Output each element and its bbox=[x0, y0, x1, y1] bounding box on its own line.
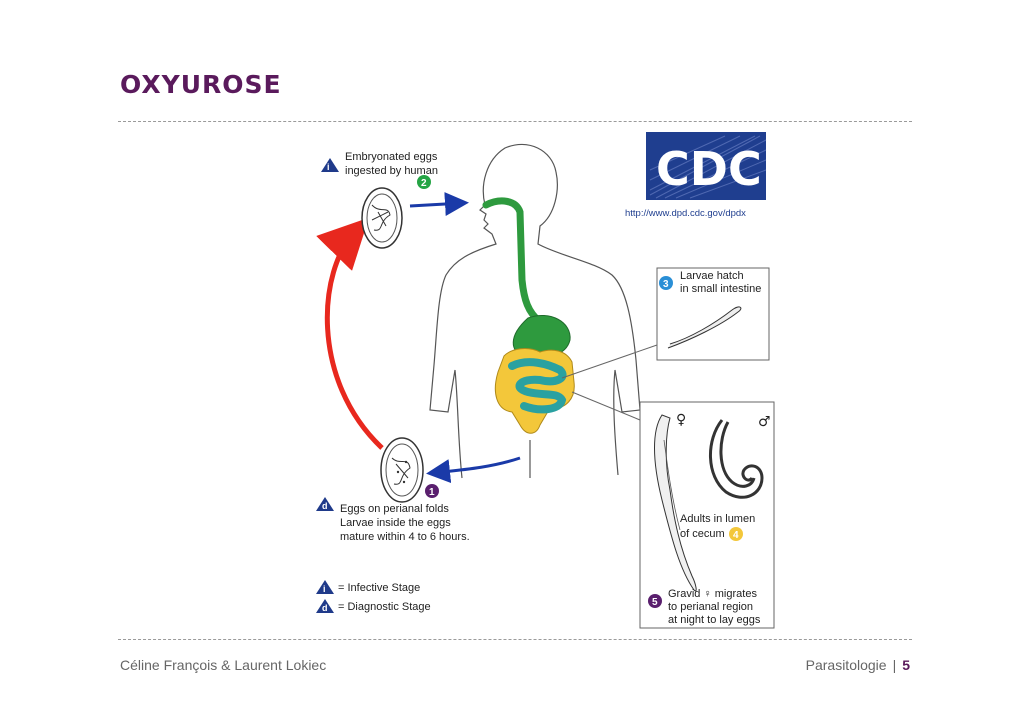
egg-ingested bbox=[361, 187, 403, 249]
svg-text:= Diagnostic Stage: = Diagnostic Stage bbox=[338, 601, 431, 613]
svg-text:♂: ♂ bbox=[758, 414, 771, 430]
svg-text:d: d bbox=[322, 603, 328, 613]
svg-text:Adults in lumen: Adults in lumen bbox=[680, 513, 755, 525]
diagnostic-triangle-icon bbox=[316, 497, 334, 511]
male-worm-illustration bbox=[709, 419, 764, 499]
footer-separator: | bbox=[892, 657, 897, 673]
svg-text:Embryonated eggs: Embryonated eggs bbox=[345, 151, 438, 163]
svg-text:in small intestine: in small intestine bbox=[680, 283, 761, 295]
page-number: 5 bbox=[902, 657, 910, 673]
svg-text:CDC: CDC bbox=[656, 142, 762, 196]
step-3-box: 3 Larvae hatch in small intestine bbox=[656, 267, 770, 361]
svg-text:ingested by human: ingested by human bbox=[345, 165, 438, 177]
egg-perianal bbox=[380, 437, 424, 503]
bottom-divider bbox=[118, 639, 912, 640]
top-divider bbox=[118, 121, 912, 122]
svg-text:Eggs on perianal folds: Eggs on perianal folds bbox=[340, 503, 449, 515]
pointer-lines bbox=[561, 344, 658, 421]
footer-course-page: Parasitologie | 5 bbox=[806, 657, 910, 673]
svg-text:♀: ♀ bbox=[676, 412, 686, 428]
red-cycle-arrow bbox=[316, 217, 384, 450]
excretion-arrow bbox=[426, 456, 521, 484]
ingestion-arrow bbox=[409, 192, 469, 216]
legend-infective-triangle-icon bbox=[316, 580, 334, 594]
svg-text:5: 5 bbox=[652, 597, 658, 608]
infective-triangle-icon bbox=[321, 158, 339, 172]
step-2-label: i Embryonated eggs ingested by human 2 bbox=[321, 151, 438, 189]
larva-illustration bbox=[667, 306, 742, 349]
footer-authors: Céline François & Laurent Lokiec bbox=[120, 657, 327, 673]
diagram-legend: i = Infective Stage d = Diagnostic Stage bbox=[316, 580, 431, 613]
svg-text:at night to lay eggs: at night to lay eggs bbox=[668, 614, 761, 626]
svg-text:i: i bbox=[323, 584, 326, 594]
footer-course: Parasitologie bbox=[805, 657, 887, 673]
svg-text:mature within 4 to 6 hours.: mature within 4 to 6 hours. bbox=[340, 531, 470, 543]
step-4-5-box: ♀ ♂ Adults in lumen of cecum 4 5 Gravid … bbox=[639, 401, 775, 629]
human-silhouette bbox=[429, 143, 641, 479]
step-1-label: 1 d Eggs on perianal folds Larvae inside… bbox=[316, 484, 470, 543]
svg-text:3: 3 bbox=[663, 279, 669, 290]
step-4-badge bbox=[729, 527, 743, 541]
svg-text:d: d bbox=[322, 501, 328, 511]
svg-text:of cecum: of cecum bbox=[680, 528, 725, 540]
female-worm-illustration bbox=[654, 414, 697, 592]
step-1-badge bbox=[425, 484, 439, 498]
svg-text:4: 4 bbox=[733, 530, 739, 541]
step-3-badge bbox=[659, 276, 673, 290]
svg-text:2: 2 bbox=[421, 178, 427, 189]
cdc-logo: CDC http://www.dpd.cdc.gov/dpdx bbox=[625, 132, 767, 219]
svg-text:1: 1 bbox=[429, 487, 435, 498]
step-2-badge bbox=[417, 175, 431, 189]
svg-text:Larvae inside the eggs: Larvae inside the eggs bbox=[340, 517, 451, 529]
legend-diagnostic-triangle-icon bbox=[316, 599, 334, 613]
svg-text:http://www.dpd.cdc.gov/dpdx: http://www.dpd.cdc.gov/dpdx bbox=[625, 208, 746, 219]
svg-text:Larvae hatch: Larvae hatch bbox=[680, 270, 744, 282]
svg-text:i: i bbox=[327, 162, 330, 172]
svg-text:Gravid ♀ migrates: Gravid ♀ migrates bbox=[668, 588, 757, 600]
digestive-tract bbox=[482, 197, 575, 434]
step-5-badge bbox=[648, 594, 662, 608]
slide-title: OXYUROSE bbox=[120, 70, 282, 99]
svg-text:to perianal region: to perianal region bbox=[668, 601, 753, 613]
svg-text:= Infective Stage: = Infective Stage bbox=[338, 582, 420, 594]
